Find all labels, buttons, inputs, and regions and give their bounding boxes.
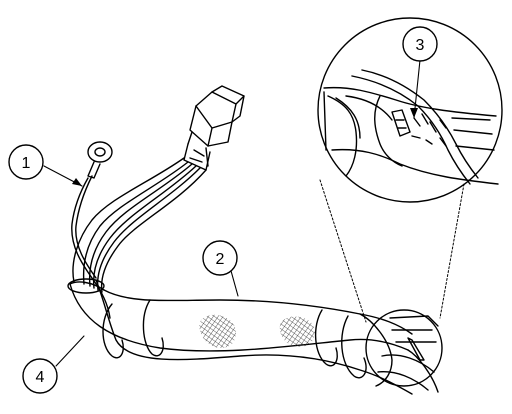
sleeve-mesh-patch <box>199 314 315 348</box>
callout-4: 4 <box>22 358 58 394</box>
callout-leaders <box>43 59 421 367</box>
detail-source-circle <box>365 309 443 387</box>
harness-connector <box>183 85 245 171</box>
ring-terminal <box>87 141 113 179</box>
callout-3-label: 3 <box>416 37 425 54</box>
callout-3: 3 <box>402 26 438 62</box>
callout-1: 1 <box>8 144 44 180</box>
callout-arrowheads <box>72 108 418 186</box>
callout-4-label: 4 <box>36 369 45 386</box>
sleeve-end <box>359 313 439 393</box>
routed-wire <box>95 279 413 395</box>
callout-1-label: 1 <box>22 155 31 172</box>
magnified-detail-contents <box>323 69 499 185</box>
callout-2-label: 2 <box>216 251 225 268</box>
projection-lines <box>319 179 465 323</box>
wire-clamp <box>102 299 367 379</box>
magnified-detail-circle <box>317 17 503 203</box>
callout-2: 2 <box>202 240 238 276</box>
wire-bundle <box>72 157 207 293</box>
ground-wire <box>71 175 111 319</box>
